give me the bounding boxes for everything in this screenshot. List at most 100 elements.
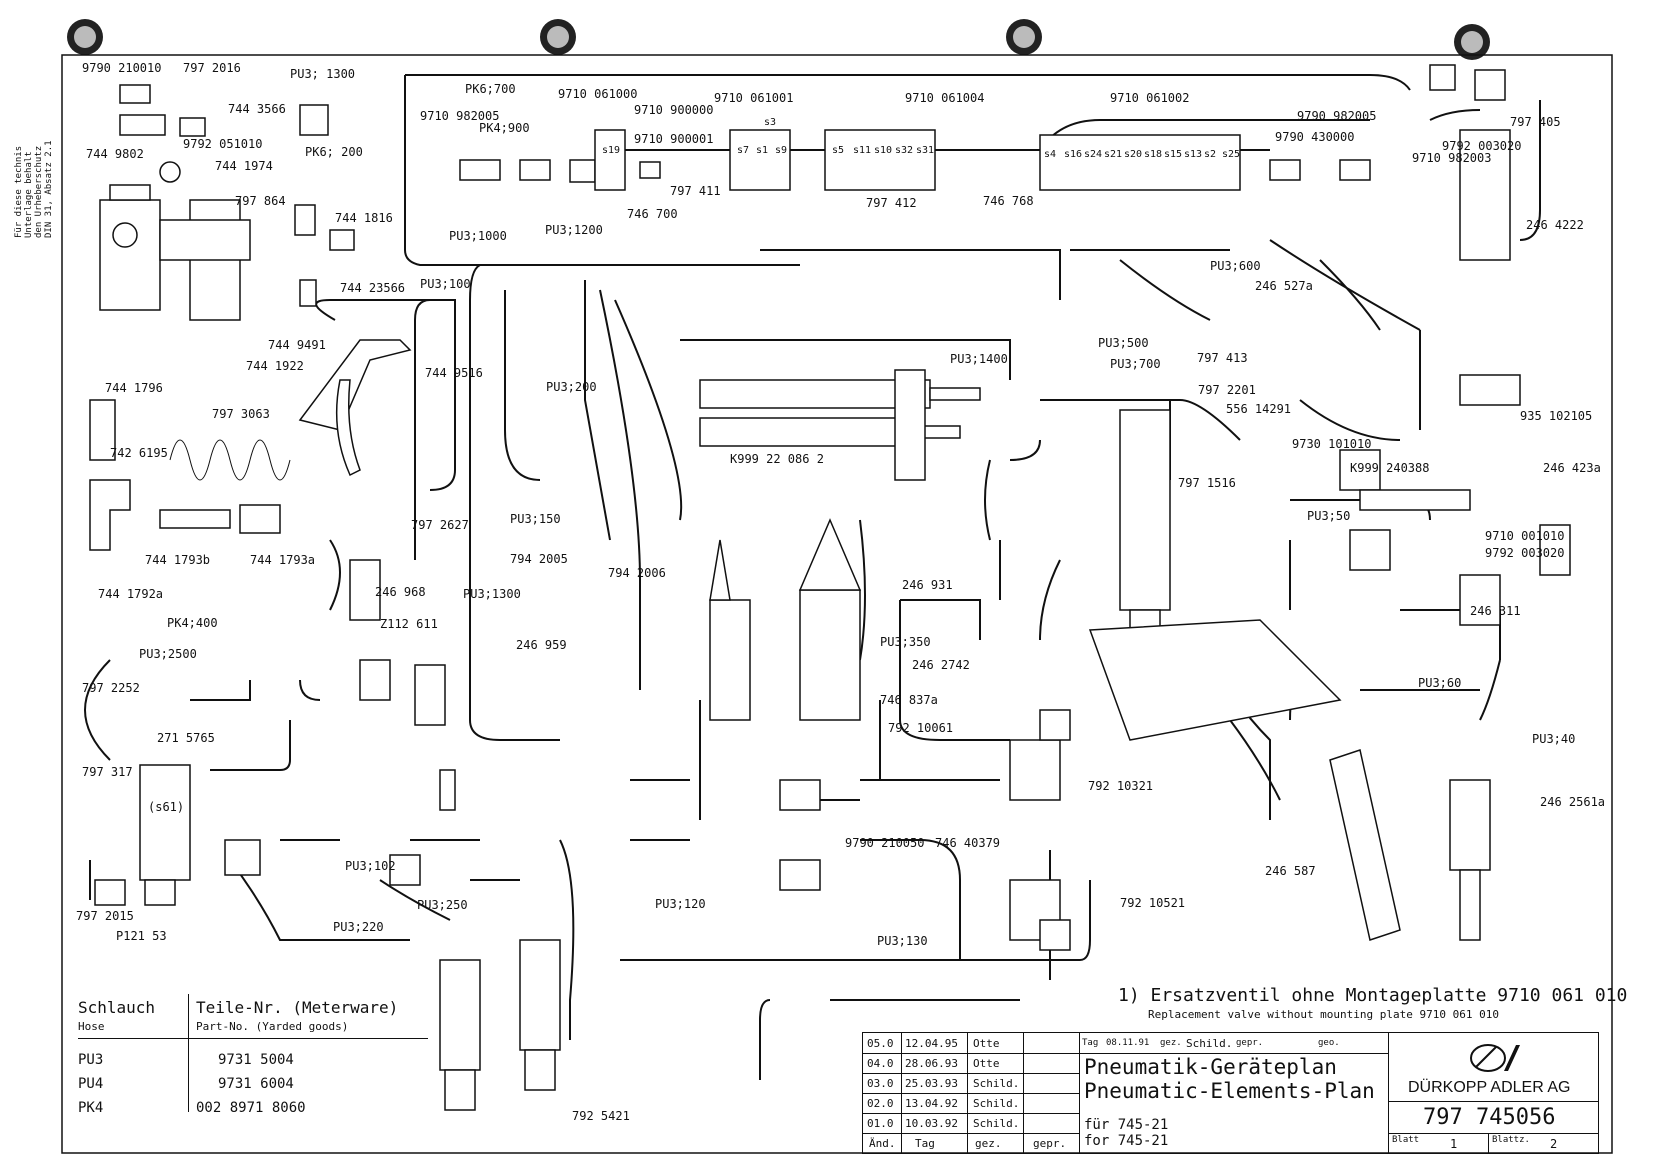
part-label: 9790 430000 [1275,130,1354,144]
part-label: PU3;1400 [950,352,1008,366]
title-block: Tag 08.11.91 gez. Schild. gepr. geo. Pne… [1078,1032,1599,1154]
part-label: 744 1796 [105,381,163,395]
rev-date: 10.03.92 [905,1117,958,1130]
part-label: PU3;150 [510,512,561,526]
rev-footer-day: Tag [915,1137,935,1150]
part-label: 9792 051010 [183,137,262,151]
drawing-border [61,54,1613,1154]
hose-part: 9731 6004 [218,1076,294,1092]
revision-footer: Änd. Tag gez. gepr. [863,1133,1079,1153]
title-de: Pneumatik-Geräteplan [1084,1055,1337,1079]
company-divider [1388,1101,1598,1102]
tag-value: 08.11.91 [1106,1038,1150,1048]
part-label: PU3;60 [1418,676,1461,690]
part-label: 9792 003020 [1485,546,1564,560]
rev-footer-drawn: gez. [975,1137,1002,1150]
part-header-de: Teile-Nr. (Meterware) [196,998,399,1017]
part-label: 797 411 [670,184,721,198]
part-label: PU3;220 [333,920,384,934]
part-label: PU3;1200 [545,223,603,237]
for-de: für 745-21 [1084,1117,1169,1133]
part-label: 797 317 [82,765,133,779]
component-symbols [89,64,1571,1111]
part-label: 9710 982003 [1412,151,1491,165]
hose-part: 002 8971 8060 [196,1100,306,1116]
rev-number: 04.0 [867,1057,894,1070]
valve-label: s7 [737,145,749,156]
rev-date: 13.04.92 [905,1097,958,1110]
part-label: 9790 210050 [845,836,924,850]
rev-col-divider [901,1033,902,1153]
valve-label: s4 [1044,149,1056,160]
valve-label: s10 [874,145,892,156]
valve-label: s15 [1164,149,1182,160]
part-label: 9710 061000 [558,87,637,101]
part-label: Z112 611 [380,617,438,631]
rev-date: 28.06.93 [905,1057,958,1070]
hose-part: 9731 5004 [218,1052,294,1068]
valve-label: s21 [1104,149,1122,160]
gez-label: gez. [1160,1038,1182,1048]
part-label: 246 527a [1255,279,1313,293]
company-name: DÜRKOPP ADLER AG [1408,1079,1571,1096]
part-label: PU3;120 [655,897,706,911]
punch-holes [67,19,1490,60]
valve-label: s24 [1084,149,1102,160]
part-label: 744 23566 [340,281,405,295]
part-label: 792 10061 [888,721,953,735]
footnote-de: 1) Ersatzventil ohne Montageplatte 9710 … [1118,985,1628,1006]
part-label: 797 2201 [1198,383,1256,397]
part-label: 746 40379 [935,836,1000,850]
part-label: PU3;1000 [449,229,507,243]
part-label: (s61) [148,800,184,814]
rev-col-divider [967,1033,968,1153]
part-label: 744 9491 [268,338,326,352]
part-label: PK6; 200 [305,145,363,159]
part-label: 797 413 [1197,351,1248,365]
part-label: 746 768 [983,194,1034,208]
part-label: 744 1922 [246,359,304,373]
part-label: 792 10521 [1120,896,1185,910]
part-label: 744 1793b [145,553,210,567]
valve-label: s20 [1124,149,1142,160]
part-label: 246 311 [1470,604,1521,618]
valve-label: s32 [895,145,913,156]
part-label: 797 3063 [212,407,270,421]
part-label: 246 2561a [1540,795,1605,809]
valve-label: s2 [1204,149,1216,160]
gepr-label: gepr. [1236,1038,1264,1048]
footnote: 1) Ersatzventil ohne Montageplatte 9710 … [1118,985,1627,1021]
part-label: 9710 061001 [714,91,793,105]
rev-date: 12.04.95 [905,1037,958,1050]
part-label: 9710 001010 [1485,529,1564,543]
part-label: PU3;40 [1532,732,1575,746]
part-label: 744 9802 [86,147,144,161]
part-label: PK6;700 [465,82,516,96]
rev-number: 05.0 [867,1037,894,1050]
sheet-label: Blatt [1392,1135,1420,1145]
part-label: 794 2005 [510,552,568,566]
hose-header-de: Schlauch [78,998,156,1017]
valve-label: s25 [1222,149,1240,160]
part-label: PU3;500 [1098,336,1149,350]
valve-label: s31 [916,145,934,156]
valve-label: s19 [602,145,620,156]
revision-row: 02.0 13.04.92 Schild. [863,1093,1079,1114]
part-label: 246 959 [516,638,567,652]
part-label: PK4;400 [167,616,218,630]
part-label: PK4;900 [479,121,530,135]
rev-col-divider [1023,1033,1024,1153]
part-label: 744 1816 [335,211,393,225]
revision-row: 01.0 10.03.92 Schild. [863,1113,1079,1134]
part-label: 246 931 [902,578,953,592]
part-label: 9790 210010 [82,61,161,75]
hose-header-en: Hose [78,1020,105,1033]
part-label: 246 2742 [912,658,970,672]
part-label: 744 9516 [425,366,483,380]
part-label: 9730 101010 [1292,437,1371,451]
sheets-value: 2 [1550,1137,1558,1151]
part-label: 556 14291 [1226,402,1291,416]
hose-table-vdivider [188,994,189,1112]
